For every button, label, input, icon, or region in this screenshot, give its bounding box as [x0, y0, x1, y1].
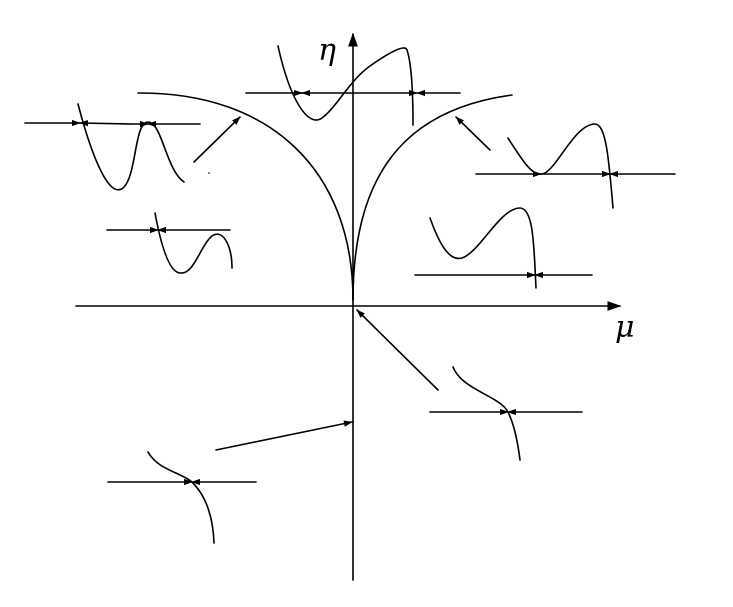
profile-mid-right: [414, 207, 593, 289]
y-axis-label: η: [318, 33, 336, 68]
profile-upper-left: [24, 103, 201, 191]
pointer-arrow-lower-right: [356, 309, 439, 391]
pointer-arrow-upper-left: [193, 116, 241, 163]
profile-upper-right: [475, 123, 676, 209]
profile-lower-left: [107, 451, 257, 544]
right-boundary-curve: [352, 94, 513, 301]
profile-lower-right: [429, 366, 583, 461]
stray-dot: [208, 172, 210, 174]
pointer-arrow-lower-left: [215, 420, 353, 451]
profile-top-center: [245, 45, 461, 126]
x-axis-label: μ: [615, 310, 635, 345]
left-boundary-curve: [137, 92, 354, 301]
profile-mid-left: [106, 212, 233, 274]
pointer-arrow-upper-right: [455, 116, 491, 151]
